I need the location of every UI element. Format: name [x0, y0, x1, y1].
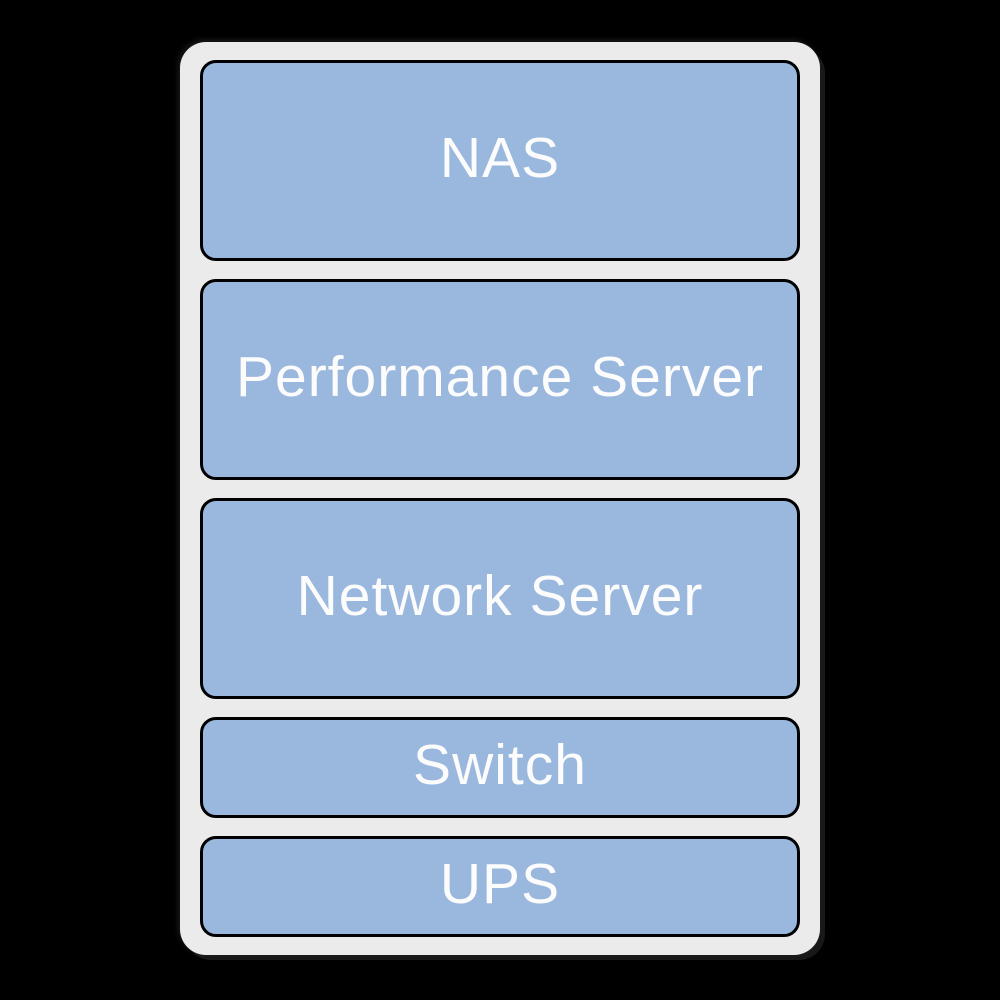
node-performance-server: Performance Server [200, 279, 800, 480]
node-nas-label: NAS [439, 126, 561, 190]
node-switch-label: Switch [413, 733, 587, 797]
node-performance-server-label: Performance Server [235, 345, 765, 409]
node-ups: UPS [200, 836, 800, 937]
node-network-server: Network Server [200, 498, 800, 699]
rack-container: NAS Performance Server Network Server Sw… [180, 42, 820, 955]
node-ups-label: UPS [439, 852, 561, 916]
node-switch: Switch [200, 717, 800, 818]
node-nas: NAS [200, 60, 800, 261]
node-network-server-label: Network Server [296, 564, 704, 628]
